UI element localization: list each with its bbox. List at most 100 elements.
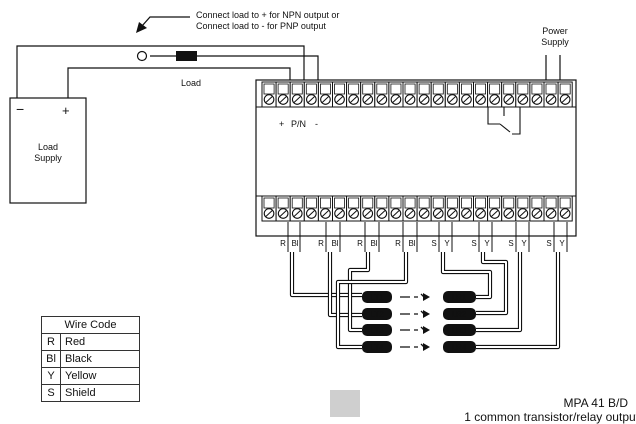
load-label: Load <box>181 78 201 88</box>
wire-label: R <box>395 239 401 248</box>
top-terminal <box>374 81 390 108</box>
wire-code-color: Black <box>60 350 140 368</box>
top-terminal <box>458 81 474 108</box>
beam-arrow <box>400 326 427 333</box>
bottom-terminal <box>388 195 404 222</box>
beam-arrowhead <box>423 310 430 318</box>
cable <box>476 252 561 350</box>
bottom-terminal <box>360 195 376 222</box>
bottom-terminal <box>444 195 460 222</box>
top-terminal <box>261 81 277 108</box>
wire-label: Bl <box>291 239 298 248</box>
wire-label: Y <box>559 239 565 248</box>
top-terminal <box>487 81 503 108</box>
wire-label: S <box>471 239 476 248</box>
top-terminal <box>529 81 545 108</box>
annotation-arrowhead <box>136 22 147 33</box>
top-terminal <box>402 81 418 108</box>
wire-label: S <box>546 239 551 248</box>
terminal-label-plus: + <box>279 119 284 129</box>
bottom-terminal <box>303 195 319 222</box>
top-terminal <box>275 81 291 108</box>
cable-core <box>476 252 559 348</box>
wire-label: R <box>357 239 363 248</box>
bottom-terminal <box>501 195 517 222</box>
model-shade <box>330 390 360 417</box>
annotation-line1: Connect load to + for NPN output or <box>196 10 339 20</box>
sensor-cables <box>289 252 561 350</box>
model-name: MPA 41 B/D <box>563 396 628 410</box>
load-supply-line2: Supply <box>34 153 62 163</box>
terminal-label-pn: P/N <box>291 119 306 129</box>
cable-core <box>476 252 521 331</box>
power-supply-line2: Supply <box>541 37 569 47</box>
wire-label: Bl <box>370 239 377 248</box>
transmitter-label: LT2 <box>370 310 384 319</box>
model-description: 1 common transistor/relay output <box>464 410 636 424</box>
bottom-terminal <box>458 195 474 222</box>
bottom-terminal <box>430 195 446 222</box>
wire-code-code: S <box>41 384 61 402</box>
receiver <box>443 291 476 303</box>
wire-code-code: Y <box>41 367 61 385</box>
beam-arrowhead <box>423 343 430 351</box>
load-supply-box <box>9 97 87 204</box>
wire-code-title: Wire Code <box>41 316 140 334</box>
beam-arrowhead <box>423 293 430 301</box>
receiver-label: LR1 <box>452 293 467 302</box>
bottom-terminal <box>473 195 489 222</box>
load-terminal-circle <box>136 50 148 62</box>
receiver <box>443 308 476 320</box>
wire-code-code: Bl <box>41 350 61 368</box>
top-terminal <box>501 81 517 108</box>
bottom-terminal <box>289 195 305 222</box>
beam-arrow <box>400 310 427 317</box>
load-supply-minus: − <box>16 101 24 117</box>
top-terminal <box>332 81 348 108</box>
transmitter <box>362 324 392 336</box>
transmitter <box>362 308 392 320</box>
receiver <box>443 341 476 353</box>
wire-label: S <box>431 239 436 248</box>
wire-label: Y <box>521 239 527 248</box>
beam-arrow <box>400 343 427 350</box>
top-terminal-strip <box>261 81 573 108</box>
bottom-terminal <box>346 195 362 222</box>
bottom-terminal <box>261 195 277 222</box>
wire-label: Y <box>444 239 450 248</box>
bottom-terminal <box>317 195 333 222</box>
top-terminal <box>473 81 489 108</box>
cable-core <box>442 252 491 298</box>
bottom-terminal <box>515 195 531 222</box>
cable-core <box>349 252 369 331</box>
receiver <box>443 324 476 336</box>
bottom-terminal <box>487 195 503 222</box>
receiver-label: LR2 <box>452 310 467 319</box>
top-terminal <box>515 81 531 108</box>
load-supply-line1: Load <box>38 142 58 152</box>
top-terminal <box>388 81 404 108</box>
receiver-label: LR3 <box>452 326 467 335</box>
bottom-terminal <box>374 195 390 222</box>
transmitter <box>362 291 392 303</box>
receiver-label: LR4 <box>452 343 467 352</box>
bottom-terminal <box>332 195 348 222</box>
model-caption: MPA 41 B/D 1 common transistor/relay out… <box>330 390 636 424</box>
load-supply-plus: + <box>62 103 70 118</box>
top-terminal <box>360 81 376 108</box>
top-terminal <box>289 81 305 108</box>
bottom-terminal <box>529 195 545 222</box>
beam-arrow <box>400 293 427 300</box>
annotation-arrow <box>141 16 190 27</box>
top-wires <box>16 45 561 98</box>
transmitter-label: LT3 <box>370 326 384 335</box>
wire-code-code: R <box>41 333 61 351</box>
load-resistor <box>176 51 197 61</box>
bottom-terminal <box>416 195 432 222</box>
top-terminal <box>303 81 319 108</box>
